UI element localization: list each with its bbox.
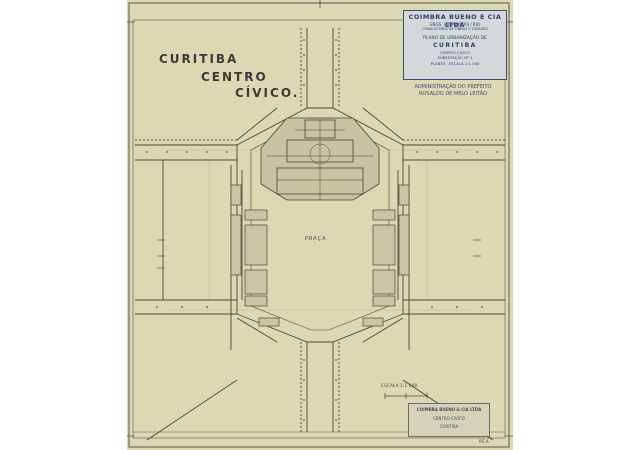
- stamp-city: CURITIBA: [433, 42, 477, 49]
- stamp-line-6: CENTRO CIVICO: [439, 50, 471, 55]
- administration-line-2: ROSALDO DE MELO LEITÃO: [419, 91, 487, 97]
- firm-stamp: COIMBRA BUENO E CIA LTDA ENGS. URBANISTA…: [403, 10, 507, 80]
- plan-title-line-3: CÍVICO.: [235, 86, 300, 100]
- administration-line-1: ADMINISTRAÇÃO DO PREFEITO: [414, 84, 492, 90]
- praca-label: PRAÇA: [305, 236, 327, 242]
- title-block-line-3: CURITIBA: [439, 424, 459, 429]
- sheet-code: P.E.A.: [479, 439, 490, 444]
- blueprint-sheet: CURITIBA CENTRO CÍVICO. PRAÇA COIMBRA BU…: [127, 0, 513, 450]
- plan-title-line-1: CURITIBA: [159, 52, 239, 66]
- stamp-line-3: CONSULTORIA DE OBRAS E CIDADES: [422, 27, 488, 31]
- stamp-line-8: PLANTA · ESCALA 1:1.000: [430, 61, 480, 66]
- urban-plan-drawing: [127, 0, 513, 448]
- scale-note: ESCALA 1:1.000: [381, 384, 418, 389]
- stamp-line-7: SUBESTAÇÃO Nº 1: [437, 55, 473, 60]
- stamp-line-4: PLANO DE URBANIZAÇÃO DE: [423, 36, 487, 41]
- title-block-firm: COIMBRA BUENO & CIA LTDA: [416, 407, 482, 412]
- title-block: COIMBRA BUENO & CIA LTDA CENTRO CIVICO C…: [408, 403, 490, 437]
- stamp-firm: COIMBRA BUENO E CIA LTDA: [408, 13, 502, 29]
- title-block-line-2: CENTRO CIVICO: [433, 416, 465, 421]
- administration-note: ADMINISTRAÇÃO DO PREFEITO ROSALDO DE MEL…: [397, 84, 509, 98]
- stamp-line-2: ENGS. URBANISTAS / RIO: [429, 22, 480, 27]
- plan-title-line-2: CENTRO: [201, 70, 268, 84]
